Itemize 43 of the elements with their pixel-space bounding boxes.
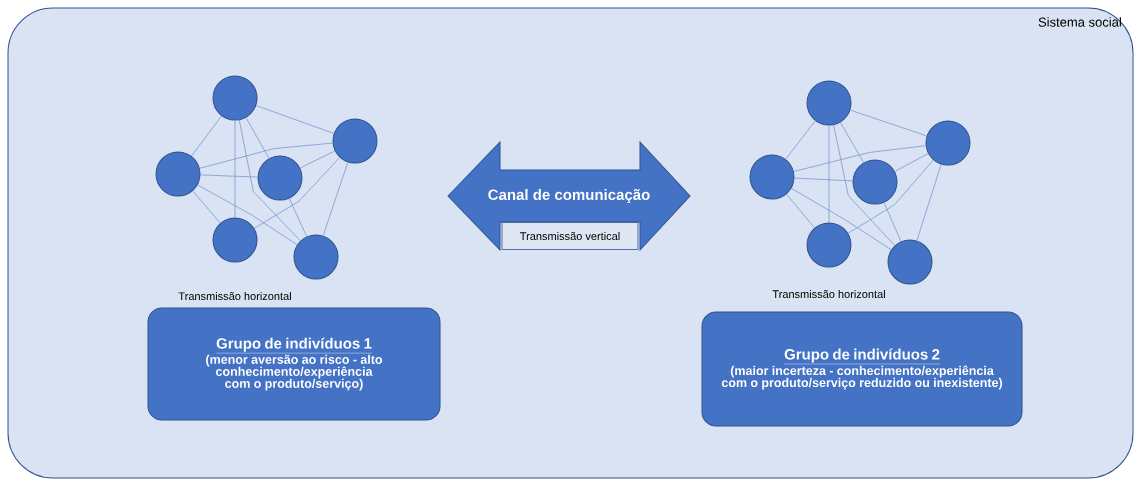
- connector-line: [828, 125, 830, 223]
- connector-line: [786, 193, 815, 229]
- connector-line: [245, 117, 270, 159]
- network-node-circle: [925, 120, 971, 166]
- network-node-circle: [887, 239, 933, 285]
- network-node-circle: [155, 151, 201, 197]
- network-node-circle: [806, 80, 852, 126]
- group-box: Grupo de indivíduos 1 (menor aversão ao risco - alto conhecimento/experiência com o produto/serviço): [147, 307, 441, 421]
- connector-line: [839, 122, 865, 163]
- connector-line: [197, 184, 298, 246]
- connector-line: [191, 115, 222, 157]
- connector-line: [200, 174, 258, 178]
- group-box: Grupo de indivíduos 2 (maior incerteza - conhecimento/experiência com o produto/serviço reduzido ou inexistente): [701, 311, 1023, 427]
- connector-line: [785, 120, 816, 160]
- connector-line: [794, 177, 853, 182]
- connector-line: [253, 157, 341, 229]
- network-node-circle: [293, 234, 339, 280]
- network-node-circle: [332, 118, 378, 164]
- network-node-circle: [852, 159, 898, 205]
- connector-line: [849, 109, 928, 137]
- network-node-circle: [806, 222, 852, 268]
- network-node-circle: [212, 75, 258, 121]
- network-node-circle: [212, 217, 258, 263]
- connector-line: [199, 142, 333, 169]
- connector-line: [791, 187, 892, 251]
- connector-line: [238, 119, 301, 242]
- network-node-circle: [257, 155, 303, 201]
- connector-line: [192, 190, 221, 224]
- connector-line: [883, 202, 902, 242]
- connector-line: [894, 153, 929, 172]
- connector-line: [833, 124, 896, 246]
- connector-line: [299, 150, 336, 169]
- text-box: Transmissão vertical: [501, 222, 639, 250]
- connector-line: [234, 120, 236, 218]
- caption-text: Transmissão horizontal: [772, 289, 885, 299]
- connector-line: [916, 164, 942, 241]
- network-node-circle: [749, 154, 795, 200]
- connector-line: [793, 145, 927, 172]
- connector-line: [288, 198, 308, 237]
- connector-line: [847, 159, 934, 234]
- connector-line: [322, 161, 349, 237]
- connector-line: [255, 105, 335, 134]
- caption-text: Transmissão horizontal: [178, 291, 291, 301]
